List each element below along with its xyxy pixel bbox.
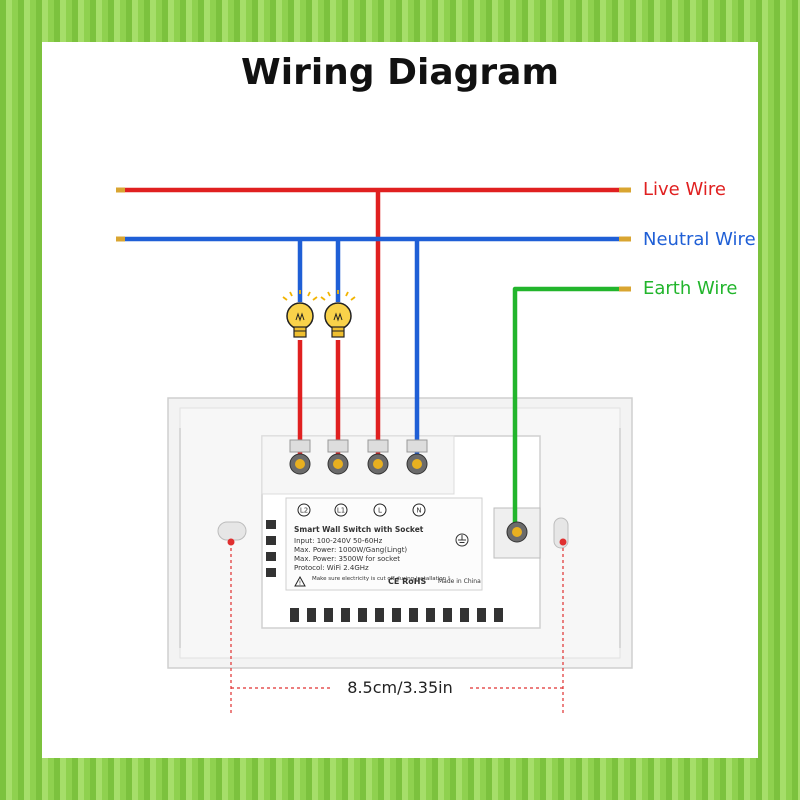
label-line-protocol: Protocol: WiFi 2.4GHz: [294, 564, 369, 572]
label-heading: Smart Wall Switch with Socket: [294, 525, 424, 534]
dimension-markers: [230, 542, 564, 716]
terminal-l1-label: L1: [337, 507, 345, 515]
terminal-screws: [289, 439, 528, 543]
label-origin: Made in China: [438, 578, 481, 585]
label-line-input: Input: 100-240V 50-60Hz: [294, 537, 383, 545]
label-line-power-gang: Max. Power: 1000W/Gang(Lingt): [294, 546, 407, 554]
mounting-slot-left: [217, 521, 247, 541]
terminal-l-label: L: [378, 507, 382, 515]
side-vents: [266, 520, 276, 577]
terminal-l2-label: L2: [300, 507, 308, 515]
warning-icon: !: [294, 575, 306, 587]
page-title: Wiring Diagram: [241, 52, 559, 93]
label-line-power-socket: Max. Power: 3500W for socket: [294, 555, 400, 563]
live-wire: [124, 187, 620, 456]
bottom-vents: [290, 608, 503, 622]
light-bulb-icon: [282, 290, 318, 338]
label-certifications: CE RoHS: [388, 577, 426, 586]
earth-wire-label: Earth Wire: [643, 278, 738, 299]
dimension-label: 8.5cm/3.35in: [330, 678, 470, 697]
terminal-markings: L2 L1 L N: [297, 503, 426, 517]
light-bulb-icon: [320, 290, 356, 338]
ground-symbol-icon: [455, 533, 469, 547]
neutral-wire-label: Neutral Wire: [643, 229, 756, 250]
label-warning: Make sure electricity is cut off during …: [312, 576, 450, 582]
terminal-n-label: N: [416, 507, 421, 515]
live-wire-label: Live Wire: [643, 179, 726, 200]
earth-wire: [512, 286, 620, 530]
svg-text:!: !: [299, 580, 301, 587]
